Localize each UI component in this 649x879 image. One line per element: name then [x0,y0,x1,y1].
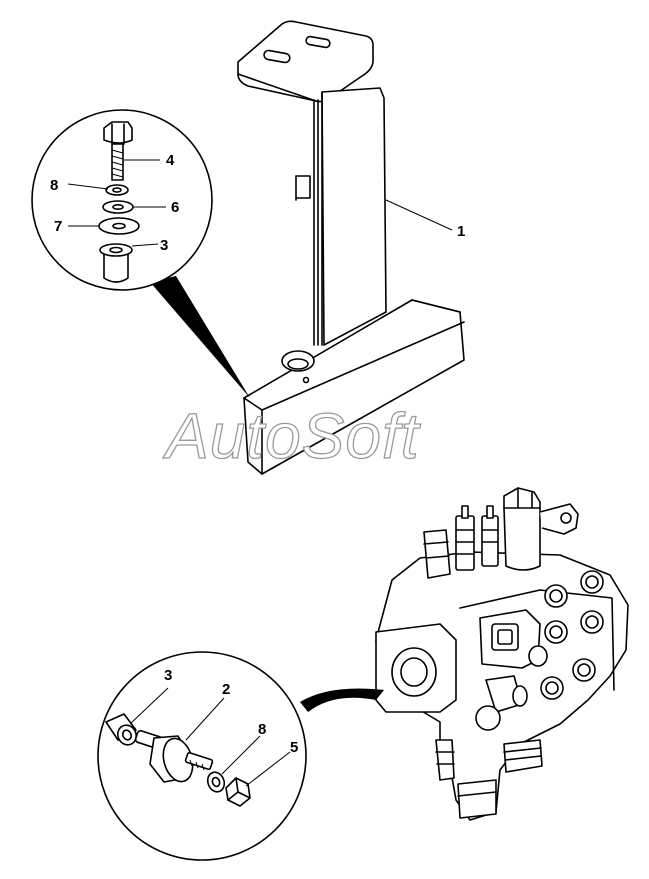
washer-small-part [105,184,129,196]
watermark-text: AutoSoft [162,400,421,472]
washer-medium-part [102,200,134,214]
callout-7: 7 [54,218,62,235]
upper-detail-callout [31,109,250,398]
washer-part-lower [206,771,226,793]
callout-1: 1 [457,223,465,240]
mounting-bracket [237,20,465,475]
bushing-part [99,243,133,283]
callout-5: 5 [290,739,298,756]
callout-3-lower: 3 [164,667,172,684]
callout-8-lower: 8 [258,721,266,738]
lower-detail-callout [97,651,384,861]
washer-large-part [98,217,140,235]
callout-8-upper: 8 [50,177,58,194]
callout-4: 4 [166,152,175,169]
callout-6: 6 [171,199,179,216]
callout-3-upper: 3 [160,237,168,254]
bolt-part [103,121,133,181]
isolator-part [134,729,214,783]
bushing-part-lower [105,713,137,746]
control-valve [375,487,629,821]
nut-part [225,777,251,807]
callout-2: 2 [222,681,230,698]
